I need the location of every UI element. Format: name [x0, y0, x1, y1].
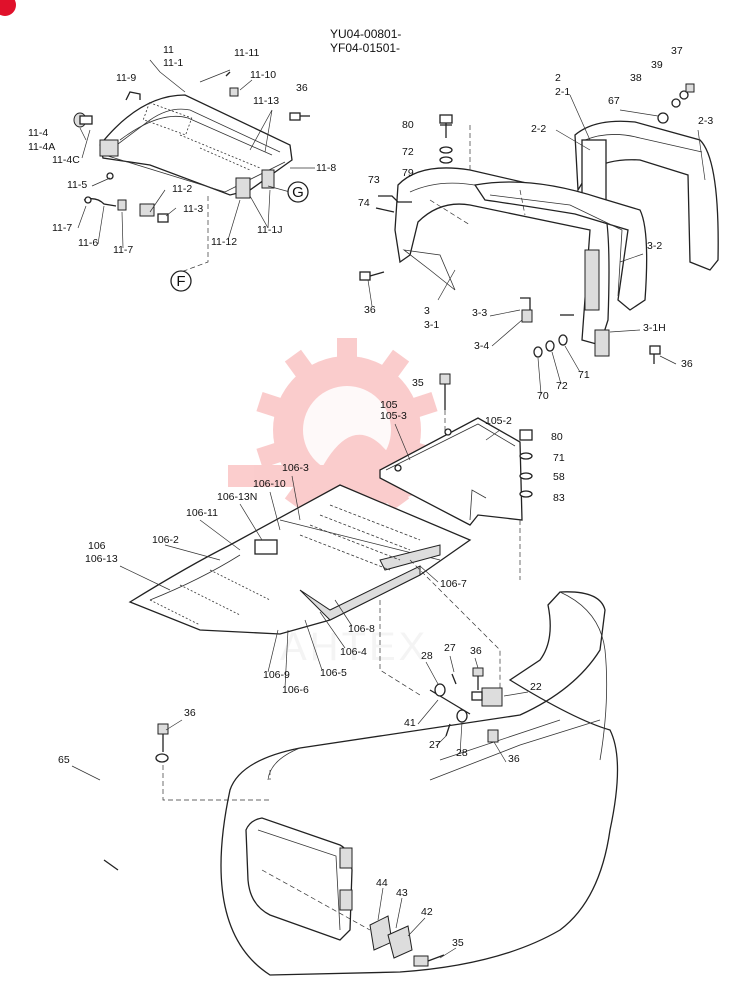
part-label: 11-9 [116, 72, 136, 84]
part-label: 11-10 [250, 69, 276, 81]
callout-letter: F [176, 273, 185, 290]
part-label: 106 [88, 540, 106, 552]
callout-g: G [287, 181, 309, 203]
part-label: 106-10 [253, 478, 286, 490]
part-label: 106-6 [282, 684, 309, 696]
part-label: 3-1H [643, 322, 666, 334]
part-label: 105-2 [485, 415, 512, 427]
part-label: 58 [553, 471, 565, 483]
plate-105 [379, 373, 533, 526]
part-label: 67 [608, 95, 620, 107]
part-label: 37 [671, 45, 683, 57]
part-label: 72 [556, 380, 568, 392]
part-label: 106-11 [186, 507, 218, 519]
part-label: 36 [681, 358, 693, 370]
callout-circles: FG [170, 181, 309, 292]
header-code-2: YF04-01501- [330, 41, 400, 55]
part-label: 11-2 [172, 183, 192, 195]
part-label: 28 [421, 650, 433, 662]
part-label: 106-13 [85, 553, 118, 565]
rear-housing [220, 591, 619, 976]
part-label: 3-4 [474, 340, 489, 352]
part-label: 80 [402, 119, 414, 131]
part-label: 3-2 [647, 240, 662, 252]
part-label: 27 [429, 739, 441, 751]
part-label: 11-7 [113, 244, 133, 256]
part-label: 38 [630, 72, 642, 84]
part-label: 105-3 [380, 410, 407, 422]
part-label: 28 [456, 747, 468, 759]
side-frame-assembly [359, 83, 719, 395]
part-label: 11-1 [163, 57, 183, 69]
part-label: 3-3 [472, 307, 487, 319]
part-label: 71 [578, 369, 590, 381]
part-label: 70 [537, 390, 549, 402]
latch-parts [379, 520, 529, 763]
part-label: 36 [508, 753, 520, 765]
part-label: 11-6 [78, 237, 98, 249]
part-label: 11-4C [52, 154, 80, 166]
part-label: 11-7 [52, 222, 72, 234]
part-label: 11-4A [28, 141, 55, 153]
part-label: 2-1 [555, 86, 570, 98]
part-label: 11-8 [316, 162, 336, 174]
part-label: 73 [368, 174, 380, 186]
part-label: 22 [530, 681, 542, 693]
part-label: 2-2 [531, 123, 546, 135]
part-label: 83 [553, 492, 565, 504]
part-label: 106-3 [282, 462, 309, 474]
part-label: 106-13N [217, 491, 257, 503]
part-label: 11-3 [183, 203, 203, 215]
part-label: 106-8 [348, 623, 375, 635]
part-label: 106-5 [320, 667, 347, 679]
part-label: 3-1 [424, 319, 439, 331]
part-label: 79 [402, 167, 414, 179]
watermark-logo: AHTEX [228, 338, 468, 669]
handrail-65 [71, 719, 270, 871]
part-label: 80 [551, 431, 563, 443]
part-label: 106-7 [440, 578, 467, 590]
part-label: 105 [380, 399, 398, 411]
part-label: 74 [358, 197, 370, 209]
part-label: 65 [58, 754, 70, 766]
hood-cover-assembly [73, 59, 315, 273]
part-label: 44 [376, 877, 388, 889]
part-label: 11-12 [211, 236, 237, 248]
part-label: 11-5 [67, 179, 87, 191]
part-label: 36 [296, 82, 308, 94]
part-label: 39 [651, 59, 663, 71]
part-label: 43 [396, 887, 408, 899]
part-label: 36 [184, 707, 196, 719]
part-label: 36 [470, 645, 482, 657]
part-label: 106-4 [340, 646, 367, 658]
callout-letter: G [292, 184, 304, 201]
part-label: 11-13 [253, 95, 279, 107]
part-label: 106-2 [152, 534, 179, 546]
part-label: 27 [444, 642, 456, 654]
part-label: 36 [364, 304, 376, 316]
part-label: 71 [553, 452, 565, 464]
part-label: 2-3 [698, 115, 713, 127]
part-label: 3 [424, 305, 430, 317]
corner-badge[interactable] [0, 0, 16, 16]
part-label: 11-11 [234, 47, 259, 59]
callout-f: F [170, 270, 192, 292]
part-label: 35 [412, 377, 424, 389]
part-label: 2 [555, 72, 561, 84]
header-code-1: YU04-00801- [330, 27, 401, 41]
part-label: 72 [402, 146, 414, 158]
part-label: 35 [452, 937, 464, 949]
part-label: 11-4 [28, 127, 48, 139]
floor-plate-106 [119, 475, 472, 689]
watermark-text: AHTEX [280, 625, 428, 669]
part-label: 106-9 [263, 669, 290, 681]
part-label: 11 [163, 44, 174, 56]
part-label: 41 [404, 717, 416, 729]
part-label: 11-1J [257, 224, 283, 236]
part-label: 42 [421, 906, 433, 918]
